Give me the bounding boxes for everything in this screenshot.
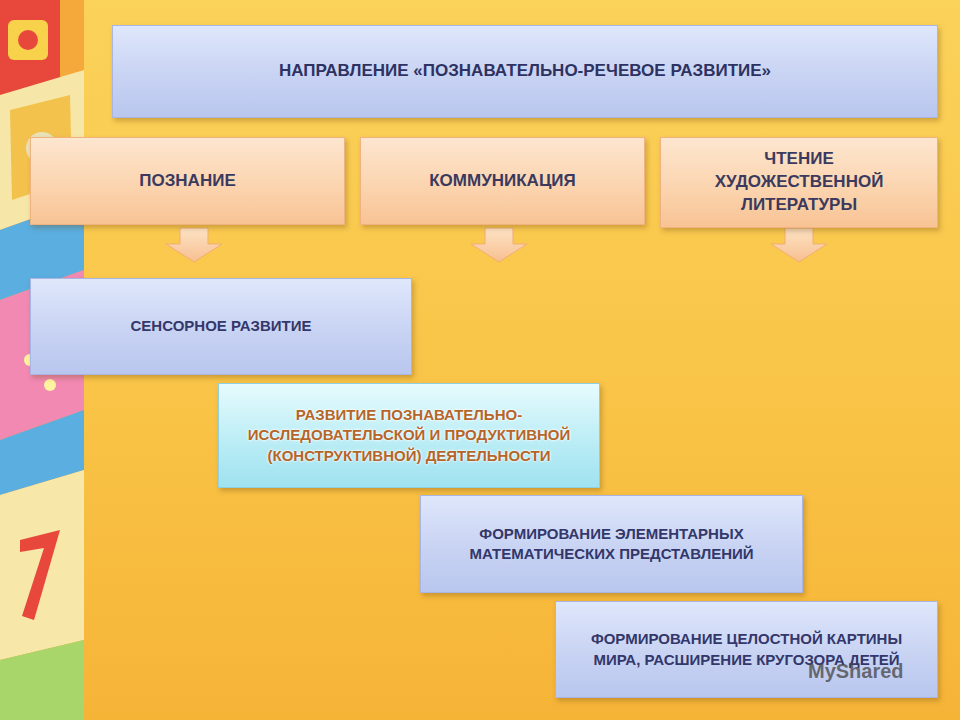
box-text: НАПРАВЛЕНИЕ «ПОЗНАВАТЕЛЬНО-РЕЧЕВОЕ РАЗВИ… [279, 60, 771, 83]
topic-box: РАЗВИТИЕ ПОЗНАВАТЕЛЬНО-ИССЛЕДОВАТЕЛЬСКОЙ… [218, 383, 600, 488]
box-text: КОММУНИКАЦИЯ [429, 170, 576, 193]
watermark: MyShared [808, 660, 904, 683]
box-text: РАЗВИТИЕ ПОЗНАВАТЕЛЬНО-ИССЛЕДОВАТЕЛЬСКОЙ… [241, 405, 577, 466]
topic-box: СЕНСОРНОЕ РАЗВИТИЕ [30, 278, 412, 375]
section-box: ЧТЕНИЕ ХУДОЖЕСТВЕННОЙ ЛИТЕРАТУРЫ [660, 137, 938, 228]
topic-box: ФОРМИРОВАНИЕ ЦЕЛОСТНОЙ КАРТИНЫ МИРА, РАС… [555, 601, 938, 698]
box-text: ПОЗНАНИЕ [139, 170, 235, 193]
section-box: ПОЗНАНИЕ [30, 137, 345, 225]
box-text: ФОРМИРОВАНИЕ ЭЛЕМЕНТАРНЫХ МАТЕМАТИЧЕСКИХ… [443, 524, 780, 565]
title-box: НАПРАВЛЕНИЕ «ПОЗНАВАТЕЛЬНО-РЕЧЕВОЕ РАЗВИ… [112, 25, 938, 118]
topic-box: ФОРМИРОВАНИЕ ЭЛЕМЕНТАРНЫХ МАТЕМАТИЧЕСКИХ… [420, 495, 803, 593]
box-text: СЕНСОРНОЕ РАЗВИТИЕ [131, 316, 312, 336]
section-box: КОММУНИКАЦИЯ [360, 137, 645, 225]
box-text: ЧТЕНИЕ ХУДОЖЕСТВЕННОЙ ЛИТЕРАТУРЫ [683, 148, 915, 217]
down-arrows [166, 228, 827, 262]
